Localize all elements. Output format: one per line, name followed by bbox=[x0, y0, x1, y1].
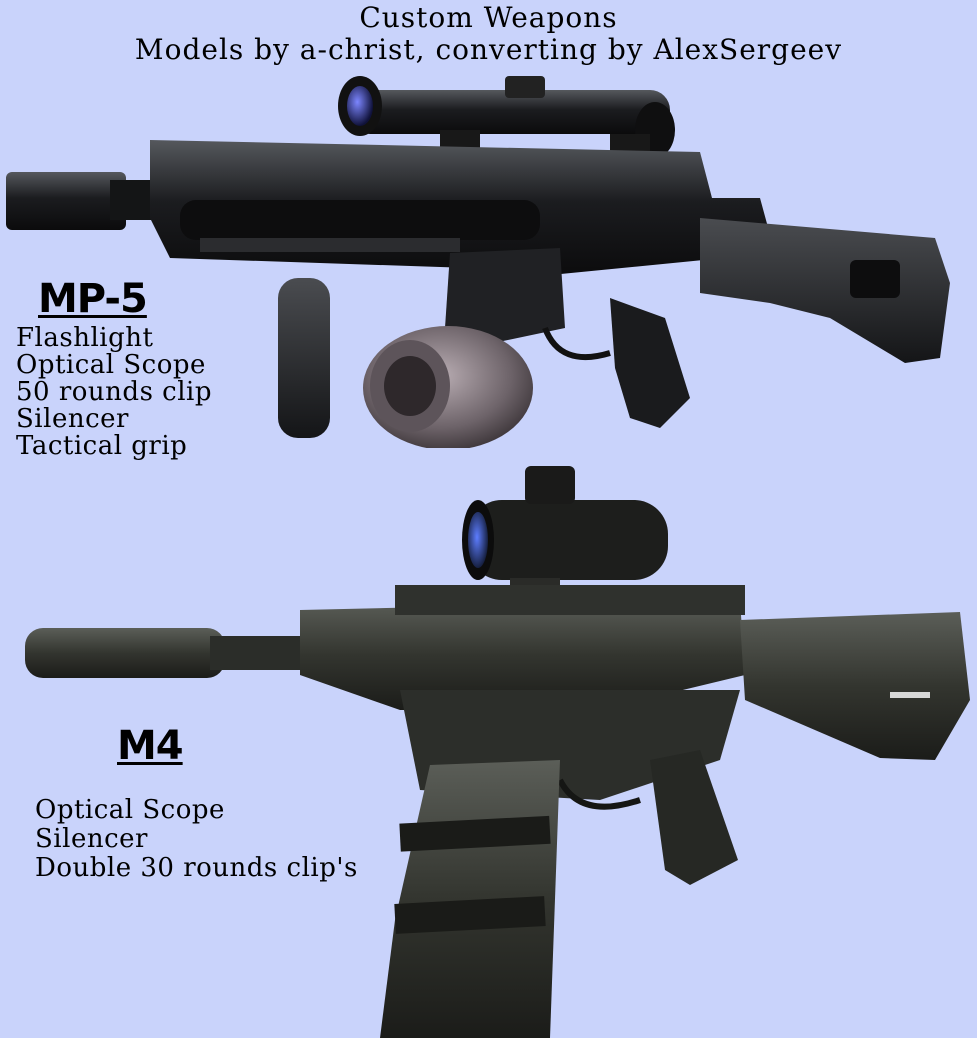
list-item: Silencer bbox=[35, 824, 148, 854]
m4-name: M4 bbox=[117, 723, 184, 769]
list-item: Optical Scope bbox=[35, 795, 225, 825]
mp5-feature-list: Flashlight Optical Scope 50 rounds clip … bbox=[16, 325, 212, 460]
list-item: Silencer bbox=[16, 404, 129, 434]
mp5-rifle-image bbox=[6, 76, 950, 448]
list-item: 50 rounds clip bbox=[16, 377, 213, 407]
m4-feature-list: Optical Scope Silencer Double 30 rounds … bbox=[35, 796, 358, 883]
page-title: Custom Weapons bbox=[359, 1, 618, 34]
list-item: Tactical grip bbox=[16, 431, 188, 461]
header: Custom Weapons Models by a-christ, conve… bbox=[0, 2, 977, 66]
credits-line: Models by a-christ, converting by AlexSe… bbox=[134, 33, 843, 66]
mp5-name: MP-5 bbox=[38, 276, 148, 322]
list-item: Optical Scope bbox=[16, 350, 206, 380]
m4-rifle-image bbox=[25, 466, 970, 1038]
list-item: Flashlight bbox=[16, 323, 154, 353]
list-item: Double 30 rounds clip's bbox=[35, 853, 358, 883]
